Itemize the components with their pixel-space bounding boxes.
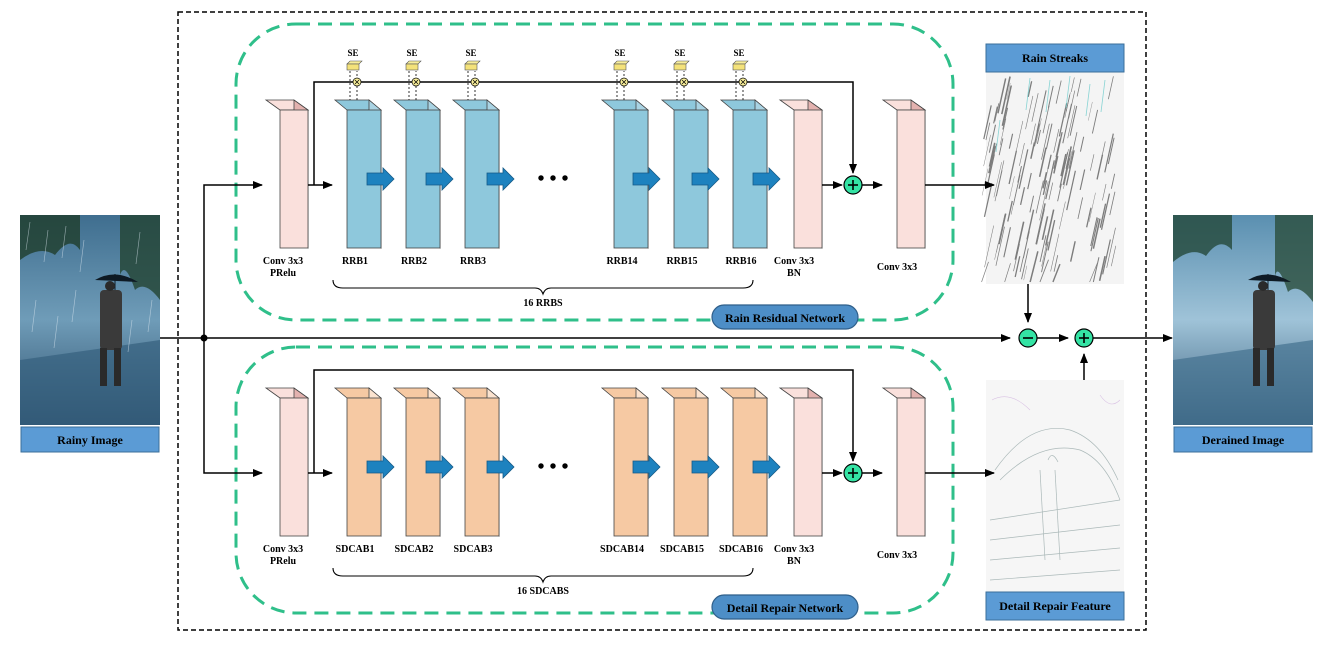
rain_branch-block-label-6: RRB16: [725, 256, 756, 267]
rain_branch-flow-arrow-4: [632, 167, 661, 191]
rain_branch-block-label-5: RRB15: [666, 256, 697, 267]
rain_branch-se-module-5: [673, 60, 690, 71]
rain_branch-group-brace: [332, 279, 754, 296]
detail-network-label: Detail Repair Network: [727, 601, 844, 615]
rain_branch-block-label-1: RRB1: [342, 256, 368, 267]
to-rain-branch: [203, 181, 263, 338]
detail_branch-block-label-2: SDCAB2: [395, 544, 434, 555]
detail_branch-group-brace: [332, 567, 754, 584]
detail_branch-block-label-3: SDCAB3: [454, 544, 493, 555]
detail_branch-block-label-4: SDCAB14: [600, 544, 644, 555]
rain_branch-se-module-3: [464, 60, 481, 71]
rain_branch-flow-arrow-6: [752, 167, 781, 191]
derained-image: [1173, 215, 1313, 425]
rain_branch-block-label-2: RRB2: [401, 256, 427, 267]
rain_branch-out-conv-label: Conv 3x3: [877, 262, 917, 273]
detail_branch-head-label-1: Conv 3x3: [263, 544, 303, 555]
rainy-image-label-box: [20, 426, 160, 453]
rain_branch-head-label-2: PRelu: [270, 268, 297, 279]
rain_branch-se-label-6: SE: [733, 48, 744, 58]
rain_branch-se-multiply-5: [679, 77, 689, 87]
rain-residual-group: [234, 22, 955, 322]
rain_branch-tail-label-1: Conv 3x3: [774, 256, 814, 267]
rain_branch-se-multiply-6: [738, 77, 748, 87]
detail_branch-out-conv: [881, 387, 927, 537]
detail_branch-block-label-5: SDCAB15: [660, 544, 704, 555]
detail_branch-tail-conv: [778, 387, 824, 537]
rain_branch-se-label-5: SE: [674, 48, 685, 58]
rain_branch-block-label-4: RRB14: [606, 256, 637, 267]
detail-network-label-pill: [711, 594, 859, 620]
detail_branch-tail-label-2: BN: [787, 556, 802, 567]
rain_branch-se-module-6: [732, 60, 749, 71]
rain_branch-skip-connection: [313, 81, 857, 185]
rain_branch-se-module-1: [346, 60, 363, 71]
detail_branch-flow-arrow-6: [752, 455, 781, 479]
detail-repair-feature-image: [986, 380, 1124, 592]
rain_branch-se-label-3: SE: [465, 48, 476, 58]
detail_branch-skip-connection: [313, 369, 857, 473]
derained-image-label-box: [1173, 426, 1313, 453]
rain_branch-flow-arrow-3: [486, 167, 515, 191]
detail_branch-flow-arrow-2: [425, 455, 454, 479]
detail_branch-flow-arrow-5: [691, 455, 720, 479]
rain_branch-block-label-3: RRB3: [460, 256, 486, 267]
detail_branch-block-label-1: SDCAB1: [336, 544, 375, 555]
rain_branch-head-conv: [264, 99, 310, 249]
rain-network-label-pill: [711, 304, 859, 330]
rain-streaks-image: [981, 72, 1124, 284]
rain_branch-se-label-2: SE: [406, 48, 417, 58]
detail_branch-ellipsis: • • •: [537, 456, 568, 478]
detail_branch-out-conv-label: Conv 3x3: [877, 550, 917, 561]
rainy-image: [20, 215, 160, 425]
detail_branch-block-label-6: SDCAB16: [719, 544, 763, 555]
rain_branch-se-label-1: SE: [347, 48, 358, 58]
outer-frame: [177, 11, 1147, 631]
detail_branch-flow-arrow-4: [632, 455, 661, 479]
detail-repair-label: Detail Repair Feature: [999, 599, 1111, 613]
detail_branch-head-label-2: PRelu: [270, 556, 297, 567]
derained-image-label: Derained Image: [1202, 433, 1285, 447]
rainy-image-label: Rainy Image: [57, 433, 123, 447]
rain_branch-head-label-1: Conv 3x3: [263, 256, 303, 267]
rain-streaks-label: Rain Streaks: [1022, 51, 1088, 65]
rain-branch: Conv 3x3PReluRRB1SERRB2SERRB3SERRB14SERR…: [263, 48, 995, 309]
rain_branch-flow-arrow-2: [425, 167, 454, 191]
rain_branch-se-multiply-4: [619, 77, 629, 87]
rain_branch-se-multiply-1: [352, 77, 362, 87]
detail_branch-block-5: [660, 387, 710, 537]
rain_branch-se-module-4: [613, 60, 630, 71]
detail-repair-label-box: [985, 591, 1125, 621]
rain_branch-se-multiply-3: [470, 77, 480, 87]
detail_branch-flow-arrow-3: [486, 455, 515, 479]
detail-repair-group: [234, 345, 955, 615]
rain_branch-flow-arrow-1: [366, 167, 395, 191]
to-detail-branch: [203, 338, 263, 477]
rain_branch-ellipsis: • • •: [537, 168, 568, 190]
detail_branch-flow-arrow-1: [366, 455, 395, 479]
detail_branch-group-label: 16 SDCABS: [517, 586, 569, 597]
rain_branch-flow-arrow-5: [691, 167, 720, 191]
detail_branch-tail-label-1: Conv 3x3: [774, 544, 814, 555]
rain_branch-tail-conv: [778, 99, 824, 249]
detail_branch-head-conv: [264, 387, 310, 537]
rain_branch-se-module-2: [405, 60, 422, 71]
rain_branch-se-multiply-2: [411, 77, 421, 87]
rain-streaks-label-box: [985, 43, 1125, 73]
rain_branch-out-conv: [881, 99, 927, 249]
rain-network-label: Rain Residual Network: [725, 311, 845, 325]
rain_branch-se-label-4: SE: [614, 48, 625, 58]
rain_branch-group-label: 16 RRBS: [523, 298, 563, 309]
rain_branch-residual-add: [843, 175, 863, 195]
detail_branch-residual-add: [843, 463, 863, 483]
rain_branch-tail-label-2: BN: [787, 268, 802, 279]
